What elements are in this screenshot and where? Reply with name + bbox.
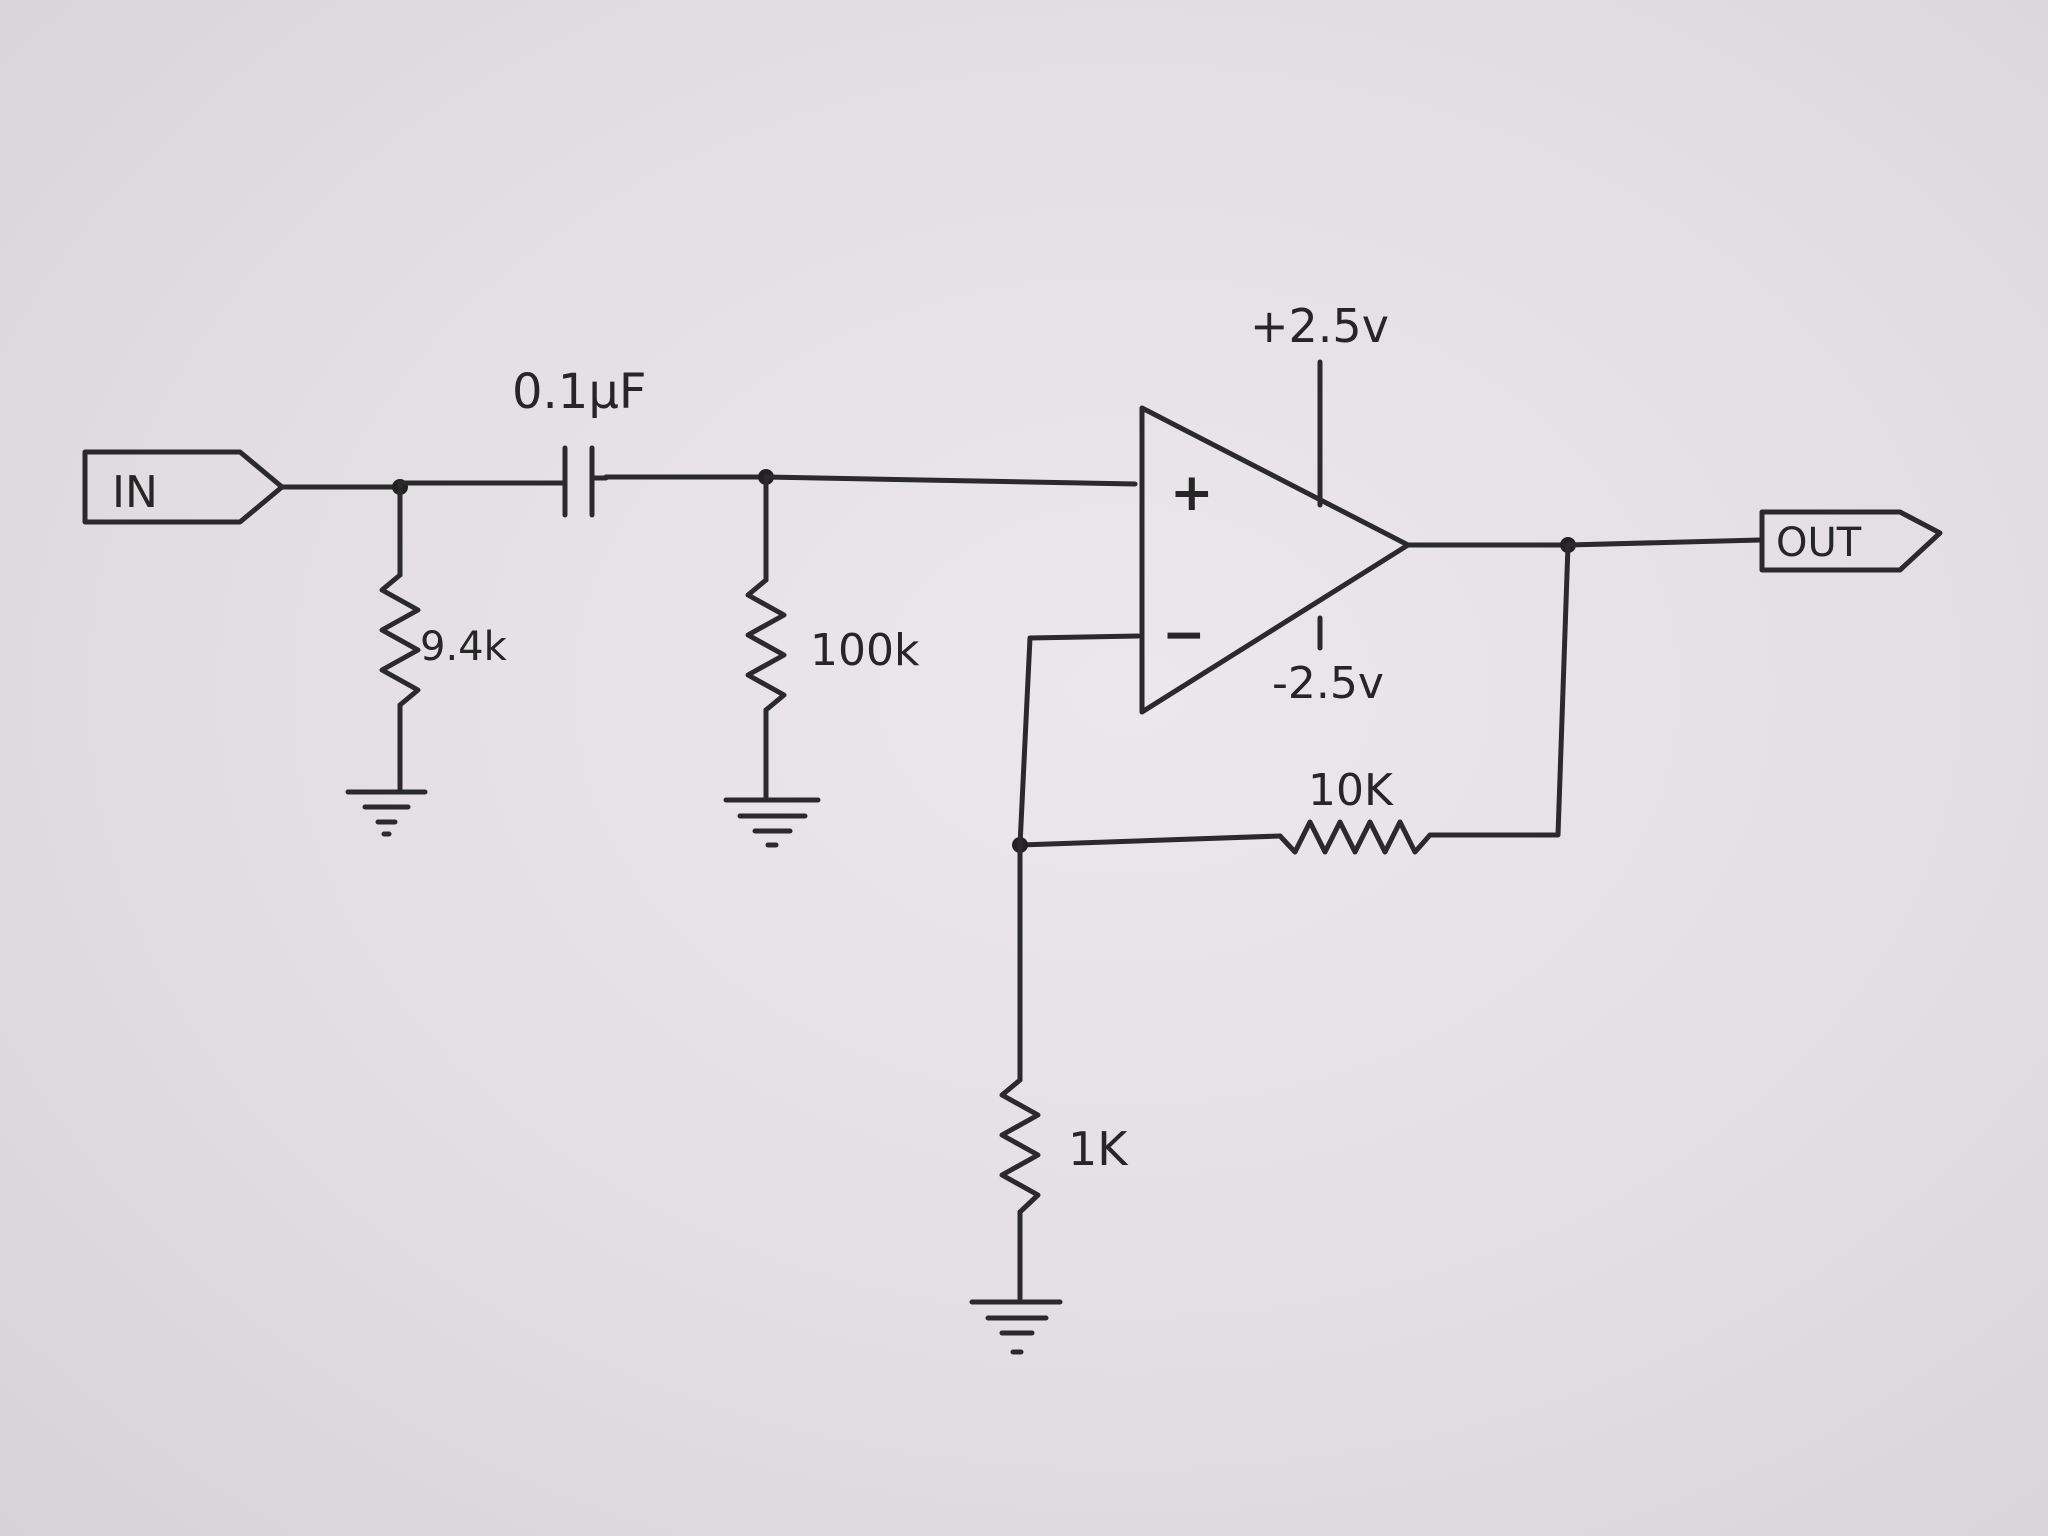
resistor-1k (999, 1077, 1041, 1215)
opamp-minus-sign: − (1162, 605, 1206, 665)
supply-negative-label: -2.5v (1272, 658, 1384, 709)
ground-symbol-3 (969, 1299, 1063, 1355)
input-port-shape (82, 449, 285, 525)
resistor-100k (745, 577, 787, 713)
resistor-100k-label: 100k (810, 625, 920, 676)
wire-to-noninverting (763, 474, 1138, 487)
opamp-triangle (1139, 405, 1411, 715)
ground-symbol-2 (723, 797, 821, 848)
wire-feedback-left (1017, 833, 1283, 848)
capacitor-label: 0.1μF (512, 364, 646, 420)
ground-symbol-1 (345, 789, 428, 837)
opamp-plus-sign: + (1170, 463, 1214, 523)
input-port-label: IN (112, 467, 158, 518)
output-port-label: OUT (1776, 520, 1862, 566)
resistor-9k4 (379, 572, 421, 708)
output-port-shape (1759, 509, 1943, 573)
capacitor-0u1 (549, 445, 609, 518)
resistor-9k4-label: 9.4k (420, 624, 508, 670)
resistor-10k (1277, 819, 1433, 855)
input-port: IN (82, 449, 285, 525)
supply-positive-label: +2.5v (1250, 299, 1389, 353)
output-port: OUT (1759, 509, 1943, 573)
resistor-1k-label: 1K (1068, 1122, 1129, 1176)
wire-feedback-right (1427, 542, 1571, 838)
wire-to-inverting (1017, 633, 1141, 848)
wire-to-out-port (1565, 537, 1763, 548)
resistor-10k-label: 10K (1308, 765, 1394, 816)
